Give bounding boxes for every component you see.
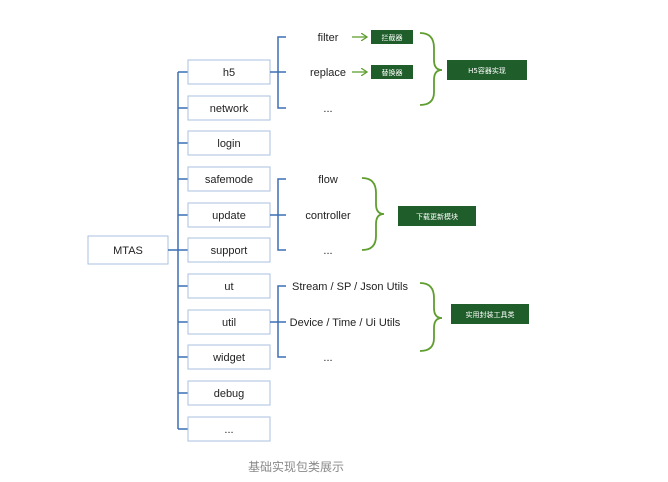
module-node-login: login	[178, 130, 271, 156]
svg-text:update: update	[212, 210, 246, 222]
svg-text:widget: widget	[212, 352, 245, 364]
module-node-h5: h5	[178, 59, 271, 85]
svg-text:debug: debug	[214, 388, 245, 400]
h5-brace	[419, 32, 443, 106]
update-child-controller: controller	[305, 210, 351, 222]
root-connector	[168, 72, 179, 429]
svg-text:support: support	[211, 245, 248, 257]
util-brace	[419, 282, 443, 352]
interceptor-tag: 拦截器	[371, 30, 413, 44]
svg-text:ut: ut	[224, 281, 233, 293]
h5-summary-tag: H5容器实现	[447, 60, 527, 80]
module-node-util: util	[178, 309, 271, 335]
svg-text:util: util	[222, 317, 236, 329]
svg-text:拦截器: 拦截器	[382, 33, 403, 42]
update-summary-tag: 下载更新模块	[398, 206, 476, 226]
module-node-debug: debug	[178, 380, 271, 406]
root-node: MTAS	[87, 235, 169, 265]
module-node-update: update	[178, 202, 271, 228]
replacer-tag: 替换器	[371, 65, 413, 79]
svg-text:h5: h5	[223, 67, 235, 79]
module-node-more: ...	[178, 416, 271, 442]
h5-children-bracket	[270, 36, 286, 109]
svg-text:实用封装工具类: 实用封装工具类	[466, 310, 515, 319]
svg-text:safemode: safemode	[205, 174, 253, 186]
util-child-more: ...	[323, 352, 332, 364]
svg-text:network: network	[210, 103, 249, 115]
util-child-device-utils: Device / Time / Ui Utils	[290, 317, 401, 329]
h5-child-filter: filter	[318, 32, 339, 44]
update-children-bracket	[270, 178, 286, 251]
module-node-widget: widget	[178, 344, 271, 370]
util-children-bracket	[270, 285, 286, 358]
module-node-network: network	[178, 95, 271, 121]
svg-text:login: login	[217, 138, 240, 150]
update-child-flow: flow	[318, 174, 338, 186]
h5-child-more: ...	[323, 103, 332, 115]
util-summary-tag: 实用封装工具类	[451, 304, 529, 324]
svg-text:替换器: 替换器	[382, 68, 403, 77]
figure-caption: 基础实现包类展示	[247, 460, 344, 474]
svg-text:下载更新模块: 下载更新模块	[416, 212, 458, 221]
update-brace	[361, 177, 385, 251]
svg-text:H5容器实现: H5容器实现	[468, 66, 506, 75]
svg-text:...: ...	[224, 424, 233, 436]
util-child-stream-utils: Stream / SP / Json Utils	[292, 281, 408, 293]
h5-child-replace: replace	[310, 67, 346, 79]
module-node-safemode: safemode	[178, 166, 271, 192]
svg-text:MTAS: MTAS	[113, 245, 143, 257]
module-node-support: support	[178, 237, 271, 263]
update-child-more: ...	[323, 245, 332, 257]
module-node-ut: ut	[178, 273, 271, 299]
